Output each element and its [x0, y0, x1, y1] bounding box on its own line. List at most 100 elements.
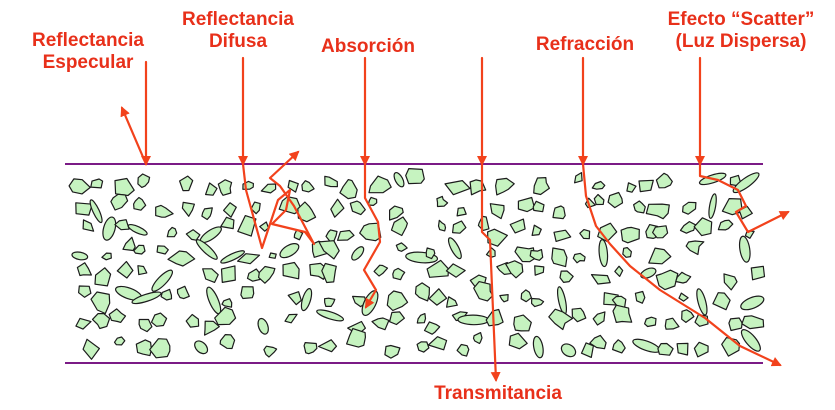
particle-icon: [76, 318, 91, 329]
particle-icon: [417, 314, 425, 323]
particle-field: [69, 169, 766, 360]
particle-icon: [101, 216, 119, 242]
particle-icon: [718, 220, 732, 230]
particle-icon: [713, 293, 730, 310]
particle-icon: [261, 184, 275, 193]
particle-icon: [220, 335, 234, 349]
particle-icon: [532, 225, 541, 235]
particle-icon: [707, 193, 717, 218]
particle-icon: [506, 261, 523, 278]
particle-icon: [149, 268, 175, 294]
particle-icon: [532, 336, 545, 359]
particle-icon: [509, 333, 527, 349]
particle-icon: [127, 223, 148, 238]
particle-icon: [71, 251, 88, 261]
particle-icon: [658, 344, 673, 356]
particle-icon: [202, 208, 212, 220]
particle-icon: [665, 318, 679, 329]
particle-icon: [631, 337, 661, 355]
particle-icon: [575, 173, 583, 183]
particle-icon: [613, 340, 626, 353]
particle-icon: [594, 195, 604, 205]
particle-icon: [639, 266, 657, 280]
particle-icon: [393, 268, 405, 279]
particle-icon: [222, 266, 236, 283]
particle-icon: [457, 345, 469, 357]
particle-icon: [203, 269, 219, 283]
diffuse-path-ray-icon: [243, 152, 314, 248]
particle-icon: [269, 253, 276, 258]
particle-icon: [182, 202, 194, 216]
particle-icon: [453, 221, 466, 233]
particle-icon: [593, 312, 605, 325]
particle-icon: [222, 299, 232, 308]
particle-icon: [186, 230, 200, 241]
particle-icon: [572, 308, 586, 321]
particle-icon: [319, 340, 337, 352]
particle-icon: [573, 253, 585, 262]
particle-icon: [259, 267, 275, 284]
particle-icon: [635, 292, 644, 304]
particle-icon: [535, 266, 544, 275]
particle-icon: [656, 173, 672, 188]
particle-icon: [350, 201, 365, 215]
particle-icon: [241, 287, 254, 299]
particle-icon: [474, 333, 483, 344]
particle-icon: [369, 176, 391, 193]
particle-icon: [93, 314, 110, 329]
particle-icon: [302, 181, 314, 192]
particle-icon: [429, 289, 447, 305]
particle-icon: [417, 342, 429, 352]
particle-icon: [347, 329, 366, 348]
particle-icon: [264, 346, 277, 357]
particle-icon: [534, 178, 550, 195]
particle-icon: [102, 253, 111, 260]
particle-icon: [645, 317, 656, 326]
particle-icon: [500, 295, 508, 302]
particle-icon: [554, 230, 571, 241]
label-transmittance-line1: Transmitancia: [418, 383, 578, 405]
particle-icon: [115, 337, 125, 345]
particle-icon: [722, 199, 742, 215]
particle-icon: [325, 176, 338, 186]
particle-icon: [439, 220, 446, 231]
label-specular-reflectance: Reflectancia Especular: [14, 30, 162, 74]
particle-icon: [428, 337, 446, 350]
particle-icon: [552, 248, 567, 267]
particle-icon: [283, 263, 299, 279]
particle-icon: [192, 338, 210, 356]
particle-icon: [634, 201, 646, 213]
particle-icon: [285, 314, 297, 323]
particle-icon: [340, 180, 357, 199]
particle-icon: [157, 246, 168, 254]
particle-icon: [580, 230, 590, 239]
particle-icon: [338, 231, 354, 241]
particle-icon: [446, 264, 465, 277]
particle-icon: [437, 196, 448, 206]
particle-icon: [372, 318, 389, 330]
particle-icon: [533, 201, 544, 211]
particle-icon: [115, 220, 129, 230]
particle-icon: [204, 286, 223, 316]
particle-icon: [514, 315, 532, 331]
particle-icon: [592, 275, 611, 284]
particle-icon: [447, 297, 458, 307]
particle-icon: [682, 310, 694, 323]
particle-icon: [167, 227, 176, 236]
particle-icon: [738, 327, 763, 354]
particle-icon: [406, 169, 425, 184]
label-specular-line2: Especular: [14, 52, 162, 74]
particle-icon: [326, 230, 337, 242]
particle-icon: [739, 293, 766, 312]
particle-icon: [134, 198, 146, 211]
particle-icon: [639, 180, 653, 191]
rays: [122, 58, 788, 380]
particle-icon: [368, 197, 376, 205]
particle-icon: [653, 226, 668, 238]
particle-icon: [694, 218, 712, 236]
particle-icon: [138, 174, 150, 187]
particle-icon: [218, 180, 231, 196]
particle-icon: [592, 182, 605, 190]
particle-icon: [751, 266, 764, 280]
label-scatter-line1: Efecto “Scatter”: [650, 9, 832, 31]
